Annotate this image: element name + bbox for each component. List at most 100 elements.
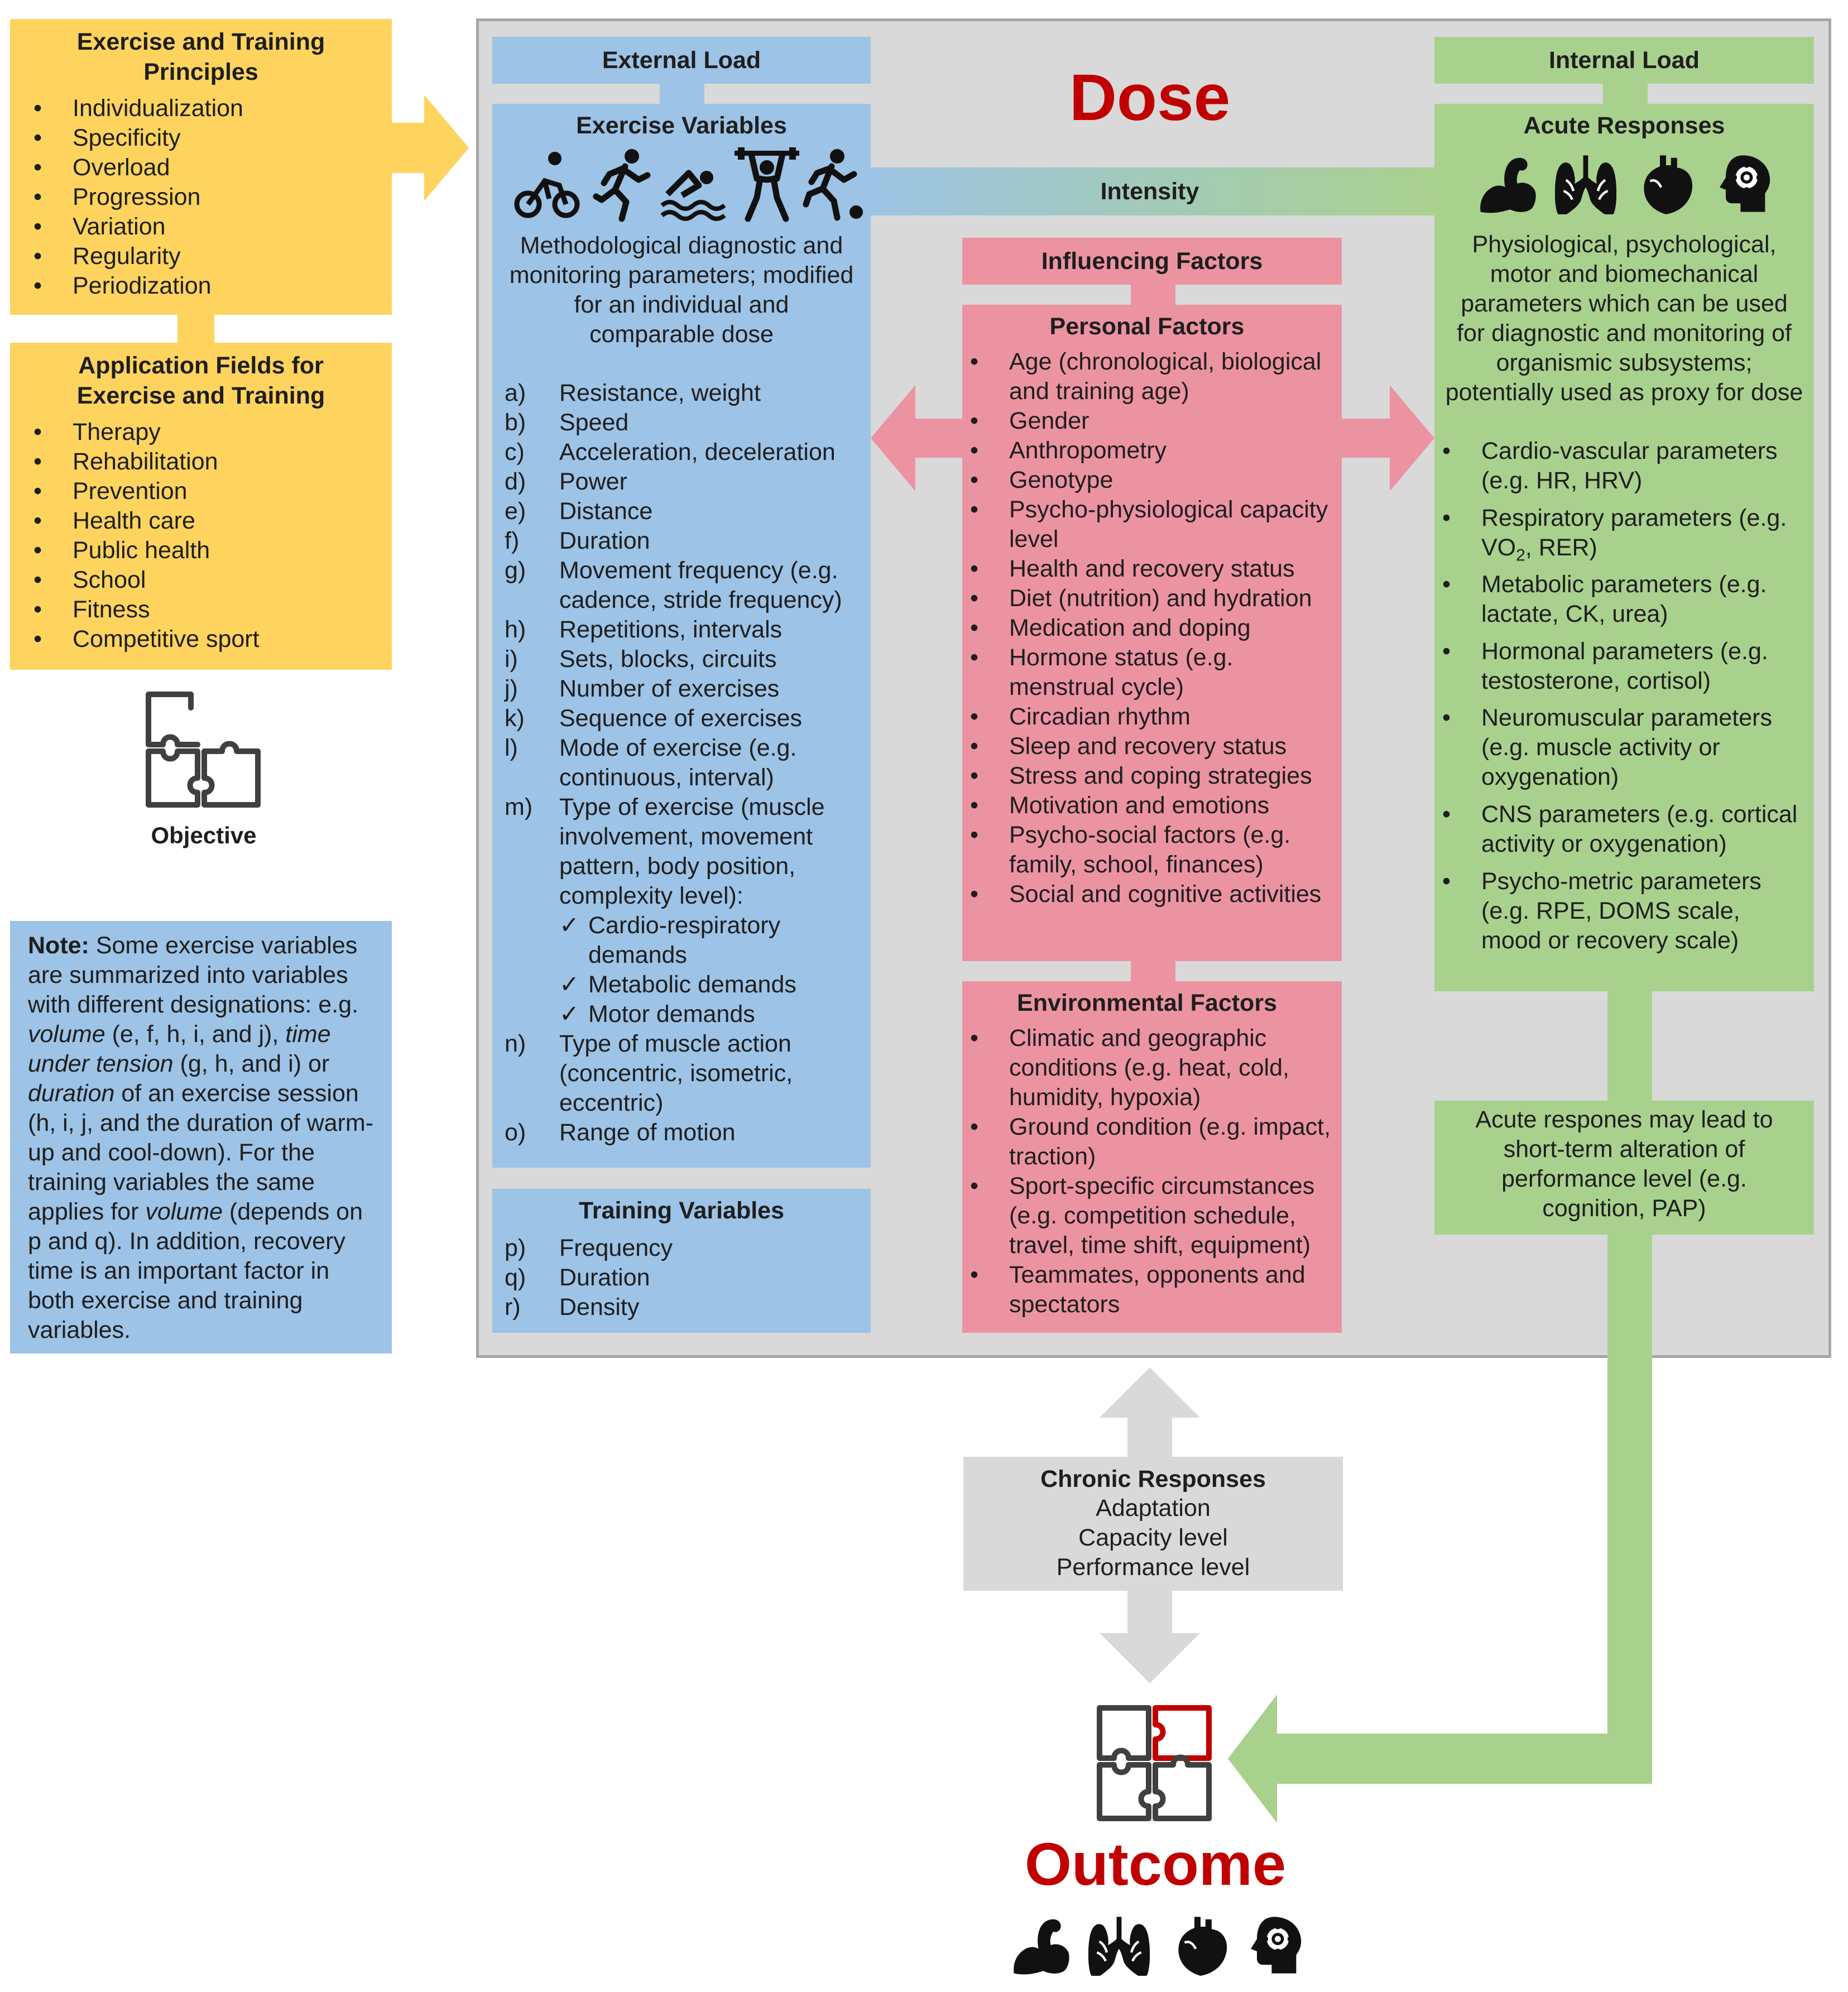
lungs-icon <box>1555 153 1616 214</box>
exercise-variable-item: j) Number of exercises <box>492 674 861 704</box>
exercise-variable-item-text: Resistance, weight <box>559 380 761 406</box>
acute-response-item: Respiratory parameters (e.g. VO2, RER) <box>1434 503 1806 570</box>
application-item: Fitness <box>26 595 376 625</box>
exercise-demand-item: ✓ Cardio-respiratory demands <box>559 911 861 970</box>
personal-factor-item: Psycho-physiological capacity level <box>962 495 1332 554</box>
exercise-variable-item-text: Type of exercise (muscle involvement, mo… <box>559 794 825 909</box>
principle-item: Periodization <box>26 271 376 301</box>
exercise-variable-item-letter: l) <box>505 735 518 761</box>
personal-factor-item: Hormone status (e.g. menstrual cycle) <box>962 643 1332 702</box>
principle-item: Variation <box>26 212 376 242</box>
personal-factor-item: Social and cognitive activities <box>962 880 1332 909</box>
check-mark-icon: ✓ <box>559 971 580 998</box>
acute-response-text: Neuromuscular parameters (e.g. muscle ac… <box>1481 704 1772 791</box>
application-box: Application Fields for Exercise and Trai… <box>10 343 392 670</box>
acute-responses-description: Physiological, psychological, motor and … <box>1445 231 1803 406</box>
exercise-variable-item: k)Sequence of exercises <box>492 704 861 733</box>
note-label: Note: <box>28 932 89 959</box>
note-text-3: (g, h, and i) or <box>173 1050 330 1077</box>
note-text-1: Some exercise variables are summarized i… <box>28 932 359 1018</box>
acute-response-text: Cardio-vascular parameters (e.g. HR, HRV… <box>1481 438 1778 494</box>
objective-label: Objective <box>151 822 257 848</box>
personal-factor-item: Motivation and emotions <box>962 791 1332 820</box>
exercise-variable-item: f)Duration <box>492 526 861 556</box>
exercise-variable-item: i)Sets, blocks, circuits <box>492 645 861 674</box>
exercise-variable-item-text: Number of exercises <box>559 675 780 702</box>
training-variable-item-text: Frequency <box>559 1235 673 1261</box>
acute-response-item: Neuromuscular parameters (e.g. muscle ac… <box>1434 703 1806 800</box>
sport-icons <box>492 147 871 225</box>
exercise-variables-description: Methodological diagnostic and monitoring… <box>509 232 854 348</box>
acute-response-text: Hormonal parameters (e.g. testosterone, … <box>1481 637 1768 694</box>
environmental-factors-box: Environmental Factors Climatic and geogr… <box>962 981 1342 1333</box>
exercise-variable-item-text: Mode of exercise (e.g. continuous, inter… <box>559 735 797 791</box>
brain-gear-icon <box>1245 1914 1306 1976</box>
chronic-responses-box: Chronic Responses Adaptation Capacity le… <box>963 1457 1343 1591</box>
exercise-variable-item-text: Distance <box>559 498 653 525</box>
training-variable-item: r)Density <box>492 1293 871 1322</box>
acute-response-text: Metabolic parameters (e.g. lactate, CK, … <box>1481 571 1767 628</box>
exercise-variable-item-letter: o) <box>505 1119 526 1146</box>
influencing-factors-connector <box>1131 285 1175 305</box>
application-item: School <box>26 565 376 595</box>
internal-load-connector <box>1603 84 1648 104</box>
personal-factors-title: Personal Factors <box>1049 313 1245 340</box>
note-text-2: (e, f, h, i, and j), <box>105 1021 286 1048</box>
application-item: Competitive sport <box>26 625 376 654</box>
acute-response-item: CNS parameters (e.g. cortical activity o… <box>1434 800 1806 867</box>
application-list: TherapyRehabilitationPreventionHealth ca… <box>26 417 376 654</box>
personal-factors-connector <box>1131 961 1175 981</box>
acute-response-text: Psycho-metric parameters (e.g. RPE, DOMS… <box>1481 867 1761 954</box>
exercise-variable-item: d)Power <box>492 467 861 497</box>
exercise-variable-item-text: Sequence of exercises <box>559 705 803 732</box>
exercise-check-list: ✓Cardio-respiratory demands✓Metabolic de… <box>492 911 871 1029</box>
soccer-icon <box>803 149 863 221</box>
external-load-connector <box>660 84 704 104</box>
note-text-5: (depends on p and q). In addition, recov… <box>28 1198 363 1343</box>
outcome-title: Outcome <box>1024 1830 1287 1898</box>
exercise-variable-item-letter: h) <box>505 616 526 643</box>
principle-item: Individualization <box>26 94 376 123</box>
cycling-icon <box>514 152 580 218</box>
application-item: Public health <box>26 536 376 565</box>
training-variables-title: Training Variables <box>578 1197 785 1224</box>
environmental-factor-item: Teammates, opponents and spectators <box>962 1260 1332 1319</box>
exercise-demand-text: Cardio-respiratory demands <box>588 912 781 968</box>
environmental-factors-title: Environmental Factors <box>1017 990 1277 1016</box>
exercise-variables-box: Exercise Variables Method <box>492 104 871 1168</box>
principles-title: Exercise and Training Principles <box>76 28 325 85</box>
training-variable-item-letter: q) <box>505 1264 526 1291</box>
acute-responses-box: Acute Responses Physiological, psycholog… <box>1434 104 1814 991</box>
personal-factor-item: Sleep and recovery status <box>962 732 1332 761</box>
exercise-variable-item: l) Mode of exercise (e.g. continuous, int… <box>492 733 861 793</box>
exercise-variable-item-letter: m) <box>505 794 533 820</box>
exercise-variable-item-text: Type of muscle action (concentric, isome… <box>559 1030 793 1116</box>
outcome-icons <box>1005 1911 1306 1984</box>
heart-icon <box>1170 1914 1231 1976</box>
exercise-variable-item: h)Repetitions, intervals <box>492 615 861 645</box>
principle-item: Progression <box>26 183 376 212</box>
environmental-factor-item: Sport-specific circumstances (e.g. compe… <box>962 1172 1332 1260</box>
acute-response-subscript: 2 <box>1516 546 1525 565</box>
exercise-variable-item-letter: e) <box>505 498 526 525</box>
training-variable-item-letter: p) <box>505 1235 526 1261</box>
intensity-band <box>860 167 1440 215</box>
exercise-variable-item: m) Type of exercise (muscle involvement, … <box>492 793 861 911</box>
check-mark-icon: ✓ <box>559 912 580 939</box>
personal-factor-item: Anthropometry <box>962 436 1332 465</box>
exercise-variable-item: g)Movement frequency (e.g. cadence, stri… <box>492 556 861 615</box>
application-item: Health care <box>26 506 376 536</box>
principles-list: IndividualizationSpecificityOverloadProg… <box>26 94 376 301</box>
application-item: Prevention <box>26 477 376 506</box>
exercise-variable-item-letter: j) <box>505 675 518 702</box>
weightlifting-icon <box>735 147 799 222</box>
exercise-variable-item: c)Acceleration, deceleration <box>492 438 861 467</box>
application-item: Rehabilitation <box>26 447 376 477</box>
exercise-demand-item: ✓Motor demands <box>559 1000 861 1029</box>
running-icon <box>593 149 651 222</box>
exercise-variable-item-letter: f) <box>505 527 520 554</box>
personal-factor-item: Gender <box>962 406 1332 436</box>
exercise-variable-item-letter: i) <box>505 646 518 673</box>
